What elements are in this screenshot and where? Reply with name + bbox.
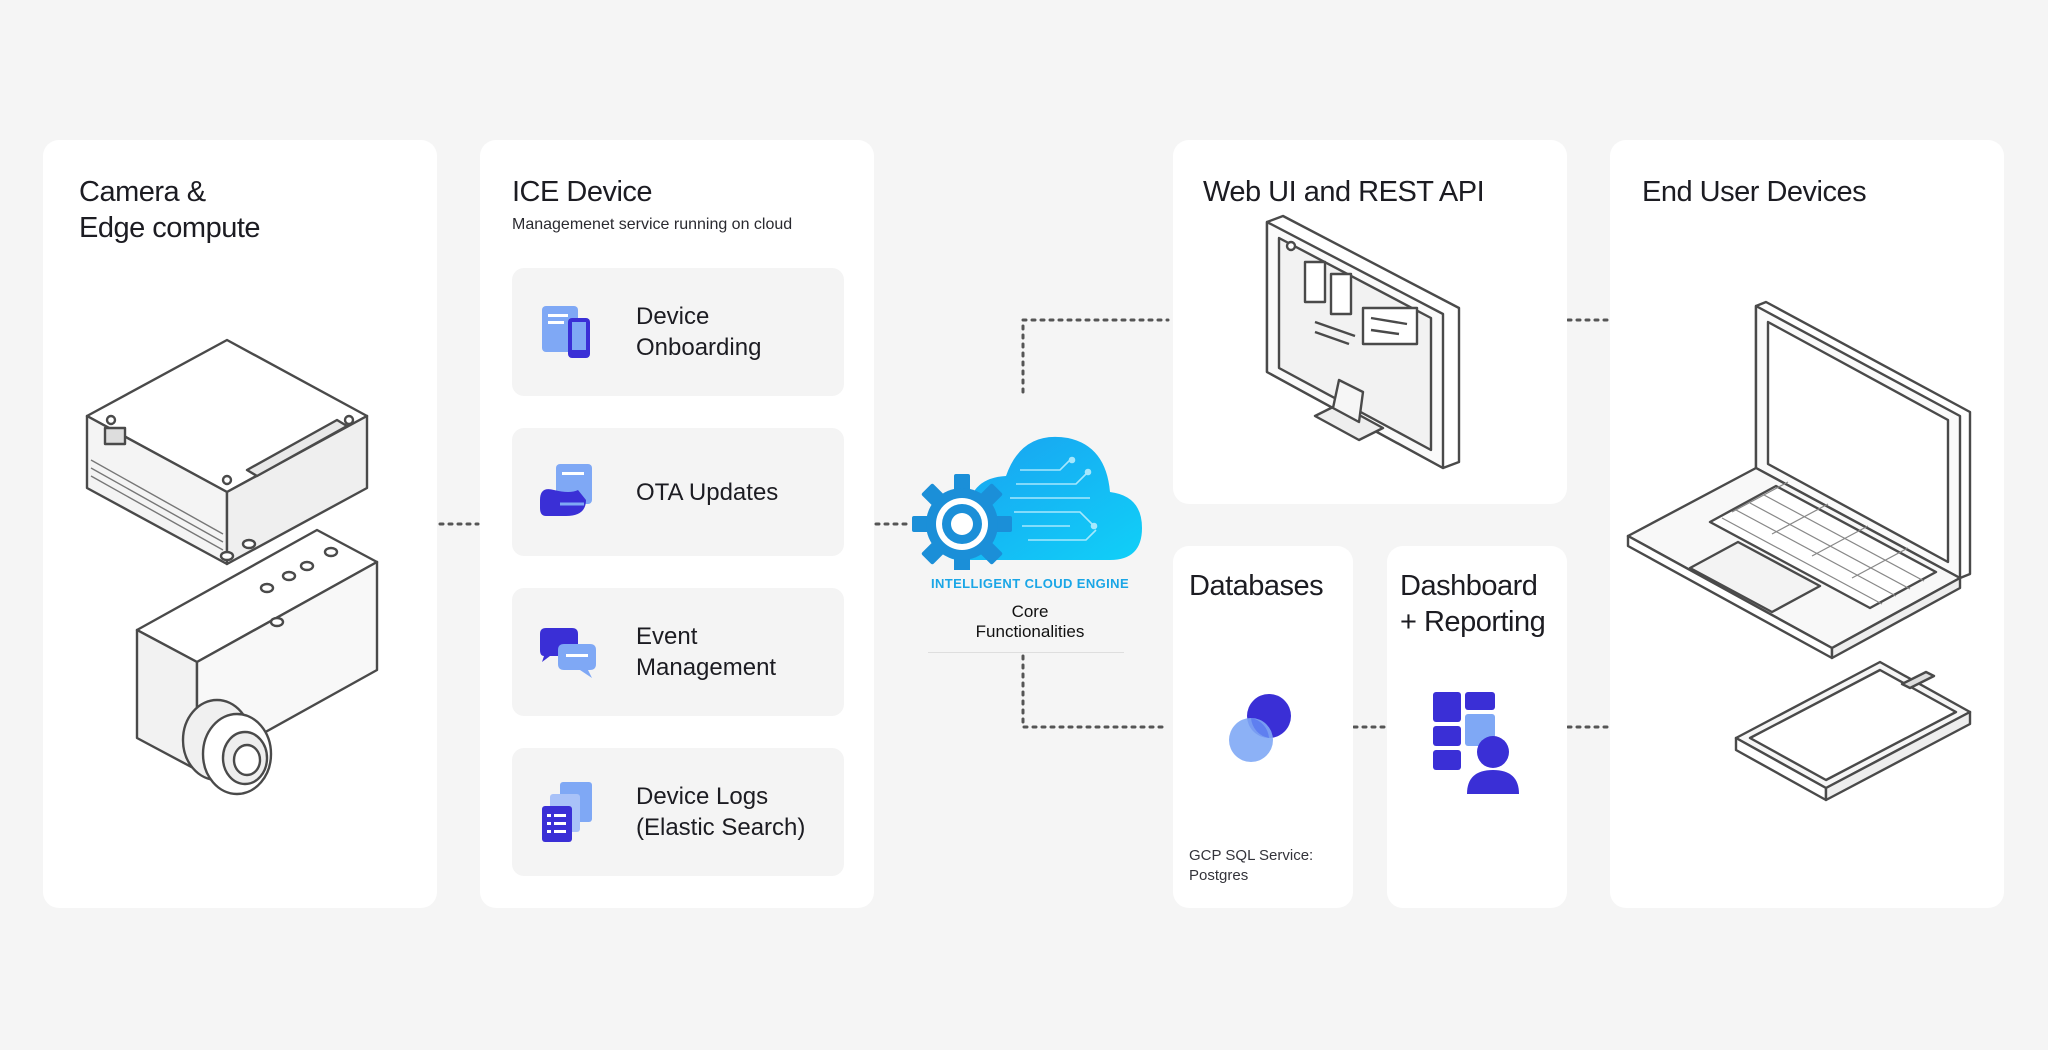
panel-databases: Databases GCP SQL Service: Postgres xyxy=(1173,546,1353,908)
panel-web-ui: Web UI and REST API xyxy=(1173,140,1567,504)
panel-ice-device: ICE Device Managemenet service running o… xyxy=(480,140,874,908)
panel-title: End User Devices xyxy=(1642,176,1867,208)
panel-camera-edge: Camera & Edge compute xyxy=(43,140,437,908)
database-note: GCP SQL Service: Postgres xyxy=(1189,847,1314,884)
device-logs-icon xyxy=(542,782,592,842)
panel-title: Camera & Edge compute xyxy=(79,176,261,244)
feature-label: Event Management xyxy=(636,623,777,681)
panel-title: Web UI and REST API xyxy=(1203,176,1485,208)
engine-label: INTELLIGENT CLOUD ENGINE xyxy=(930,576,1130,591)
feature-device-onboarding: Device Onboarding xyxy=(512,268,844,396)
feature-ota-updates: OTA Updates xyxy=(512,428,844,556)
dashboard-icon xyxy=(1433,692,1519,794)
panel-title: Databases xyxy=(1189,570,1324,602)
engine-subtitle: Core Functionalities xyxy=(975,602,1085,641)
engine-divider xyxy=(928,652,1124,653)
laptop-phone-illustration xyxy=(1626,300,1972,802)
monitor-illustration xyxy=(1265,214,1461,470)
feature-label: OTA Updates xyxy=(636,478,779,506)
connector-engine-webui xyxy=(1021,318,1170,394)
panel-title: ICE Device xyxy=(512,176,653,208)
feature-label: Device Onboarding xyxy=(636,303,762,361)
database-icon xyxy=(1229,694,1291,762)
panel-title: Dashboard + Reporting xyxy=(1400,570,1546,638)
panel-dashboard: Dashboard + Reporting xyxy=(1387,546,1567,908)
panel-subtitle: Managemenet service running on cloud xyxy=(512,216,793,233)
camera-edge-illustration xyxy=(85,338,379,796)
ota-updates-icon xyxy=(540,464,592,516)
feature-label: Device Logs (Elastic Search) xyxy=(636,783,806,841)
connector-engine-databases xyxy=(1021,654,1170,729)
feature-device-logs: Device Logs (Elastic Search) xyxy=(512,748,844,876)
panel-end-user-devices: End User Devices xyxy=(1610,140,2004,908)
event-management-icon xyxy=(540,628,596,678)
cloud-engine-icon xyxy=(912,436,1142,570)
device-onboarding-icon xyxy=(542,306,590,358)
feature-event-management: Event Management xyxy=(512,588,844,716)
